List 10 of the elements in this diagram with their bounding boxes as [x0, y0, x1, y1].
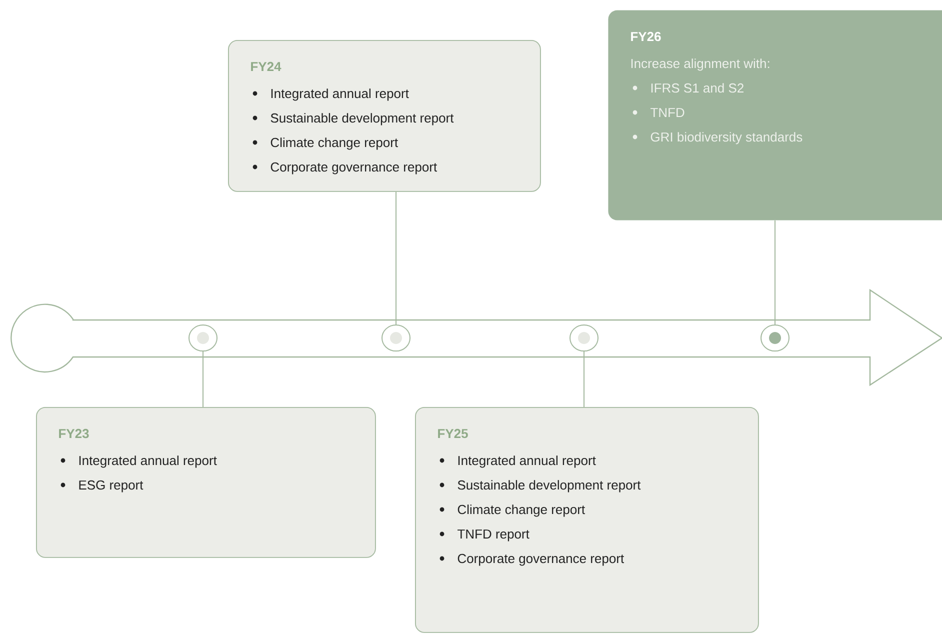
milestone-dot — [382, 324, 410, 352]
report-box: FY25 Integrated annual report Sustainable development report Climate change report TNFD report Corporate governance report — [415, 407, 759, 633]
milestone-dot — [188, 324, 218, 352]
leader-line — [202, 351, 204, 408]
report-box: FY26 Increase alignment with: IFRS S1 and S2 TNFD GRI biodiversity standards — [608, 10, 942, 220]
milestone-dot — [760, 324, 790, 352]
leader-line — [774, 220, 776, 325]
report-box: FY24 Integrated annual report Sustainable development report Climate change report Corporate governance report — [228, 40, 541, 192]
milestone-dot — [570, 324, 598, 352]
report-box: FY23 Integrated annual report ESG report — [36, 407, 376, 558]
